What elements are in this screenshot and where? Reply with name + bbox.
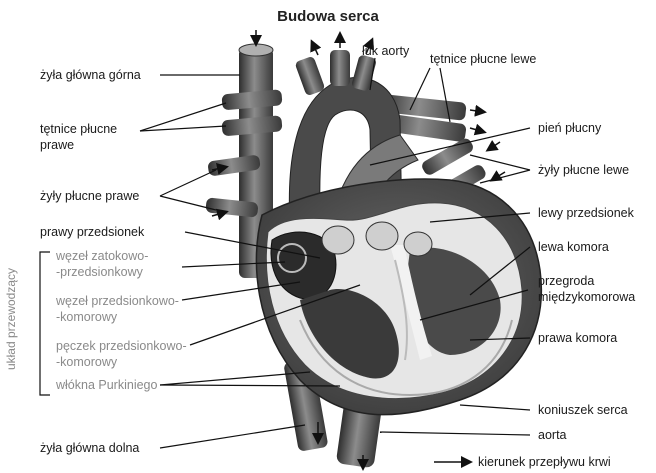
label-aorta: aorta bbox=[538, 428, 567, 442]
label-superior-vena-cava: żyła główna górna bbox=[40, 68, 141, 82]
label-right-pulmonary-veins: żyły płucne prawe bbox=[40, 189, 139, 203]
conduction-bundle-2: -komorowy bbox=[56, 355, 117, 369]
label-right-atrium: prawy przedsionek bbox=[40, 225, 144, 239]
conduction-sa-node-1: węzeł zatokowo- bbox=[56, 249, 148, 263]
diagram-title: Budowa serca bbox=[0, 8, 656, 25]
label-right-pulmonary-arteries-1: tętnice płucne bbox=[40, 122, 117, 136]
label-left-ventricle: lewa komora bbox=[538, 240, 609, 254]
label-septum-1: przegroda bbox=[538, 274, 594, 288]
label-inferior-vena-cava: żyła główna dolna bbox=[40, 441, 139, 455]
conduction-sa-node-2: -przedsionkowy bbox=[56, 265, 143, 279]
conduction-av-node-2: -komorowy bbox=[56, 310, 117, 324]
label-apex: koniuszek serca bbox=[538, 403, 628, 417]
label-flow-direction: kierunek przepływu krwi bbox=[478, 455, 611, 469]
conduction-purkinje: włókna Purkiniego bbox=[56, 378, 157, 392]
label-left-atrium: lewy przedsionek bbox=[538, 206, 634, 220]
label-aortic-arch: łuk aorty bbox=[362, 44, 409, 58]
conduction-bundle-1: pęczek przedsionkowo- bbox=[56, 339, 187, 353]
label-septum-2: międzykomorowa bbox=[538, 290, 635, 304]
label-left-pulmonary-veins: żyły płucne lewe bbox=[538, 163, 629, 177]
label-left-pulmonary-arteries: tętnice płucne lewe bbox=[430, 52, 536, 66]
label-right-pulmonary-arteries-2: prawe bbox=[40, 138, 74, 152]
label-right-ventricle: prawa komora bbox=[538, 331, 617, 345]
label-pulmonary-trunk: pień płucny bbox=[538, 121, 601, 135]
conduction-av-node-1: węzeł przedsionkowo- bbox=[56, 294, 179, 308]
conduction-system-title: układ przewodzący bbox=[4, 264, 18, 374]
